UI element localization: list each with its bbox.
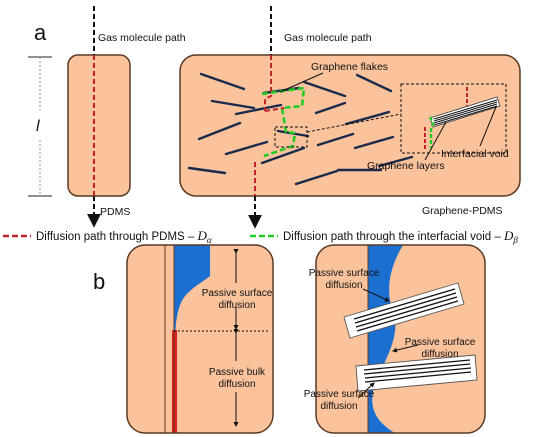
graphene-flake xyxy=(302,80,347,98)
gas-path-left-label: Gas molecule path xyxy=(98,32,186,44)
graphene-flake xyxy=(224,140,269,156)
panel-a-letter: a xyxy=(34,20,47,45)
graphene-flake xyxy=(344,110,391,126)
graphene-flake xyxy=(234,103,283,116)
right-bot-label-1: Passive surface xyxy=(304,389,375,400)
graphene-flake xyxy=(377,155,414,168)
graphene-flake xyxy=(199,72,246,91)
zoom-connector xyxy=(306,113,402,133)
graphene-flake xyxy=(187,166,227,175)
right-mid-label-2: diffusion xyxy=(421,349,458,360)
legend-green-text: Diffusion path through the interfacial v… xyxy=(283,228,518,245)
legend: Diffusion path through PDMS – Dα Diffusi… xyxy=(3,228,518,245)
graphene-flake xyxy=(260,146,306,165)
right-top-label-2: diffusion xyxy=(325,280,362,291)
zoom-detail xyxy=(424,87,501,150)
panel-b-left-box xyxy=(126,244,274,434)
graphene-flakes-label: Graphene flakes xyxy=(311,61,388,73)
graphene-flake xyxy=(197,121,242,141)
zoom-detail-box xyxy=(400,83,507,154)
graphene-flake xyxy=(294,169,339,186)
pdms-label: PDMS xyxy=(100,206,130,218)
gas-path-right xyxy=(248,6,306,229)
right-top-label-1: Passive surface xyxy=(309,268,380,279)
graphene-layers-leader xyxy=(424,121,447,161)
graphene-stack-upper xyxy=(343,282,465,339)
pdms-block xyxy=(67,54,131,197)
graphene-stack-lower xyxy=(355,354,478,392)
gas-path-right-label: Gas molecule path xyxy=(284,32,372,44)
graphene-flake xyxy=(355,73,393,93)
graphene-layers-label: Graphene layers xyxy=(367,160,445,172)
legend-red-text: Diffusion path through PDMS – Dα xyxy=(36,228,212,245)
left-surface-label-2: diffusion xyxy=(218,300,255,311)
length-symbol: l xyxy=(36,118,40,135)
panel-b-letter: b xyxy=(93,269,105,294)
left-surface-label-1: Passive surface xyxy=(202,288,273,299)
graphene-flake xyxy=(314,101,347,115)
interfacial-void-label: Interfacial void xyxy=(441,148,509,160)
interfacial-void-leader xyxy=(479,106,497,147)
right-mid-label-1: Passive surface xyxy=(405,337,476,348)
left-bulk-label-2: diffusion xyxy=(218,379,255,390)
graphene-flakes xyxy=(187,72,414,186)
left-bulk-label-1: Passive bulk xyxy=(209,367,266,378)
right-bot-label-2: diffusion xyxy=(320,401,357,412)
length-scale: l xyxy=(28,56,52,197)
graphene-pdms-label: Graphene-PDMS xyxy=(422,205,503,217)
graphene-flake xyxy=(210,99,256,110)
graphene-flakes-leader xyxy=(279,72,324,93)
panel-b-right-box xyxy=(315,244,486,434)
graphene-flake xyxy=(316,132,355,147)
zoom-source-box xyxy=(274,126,308,148)
graphene-flake xyxy=(353,135,395,150)
